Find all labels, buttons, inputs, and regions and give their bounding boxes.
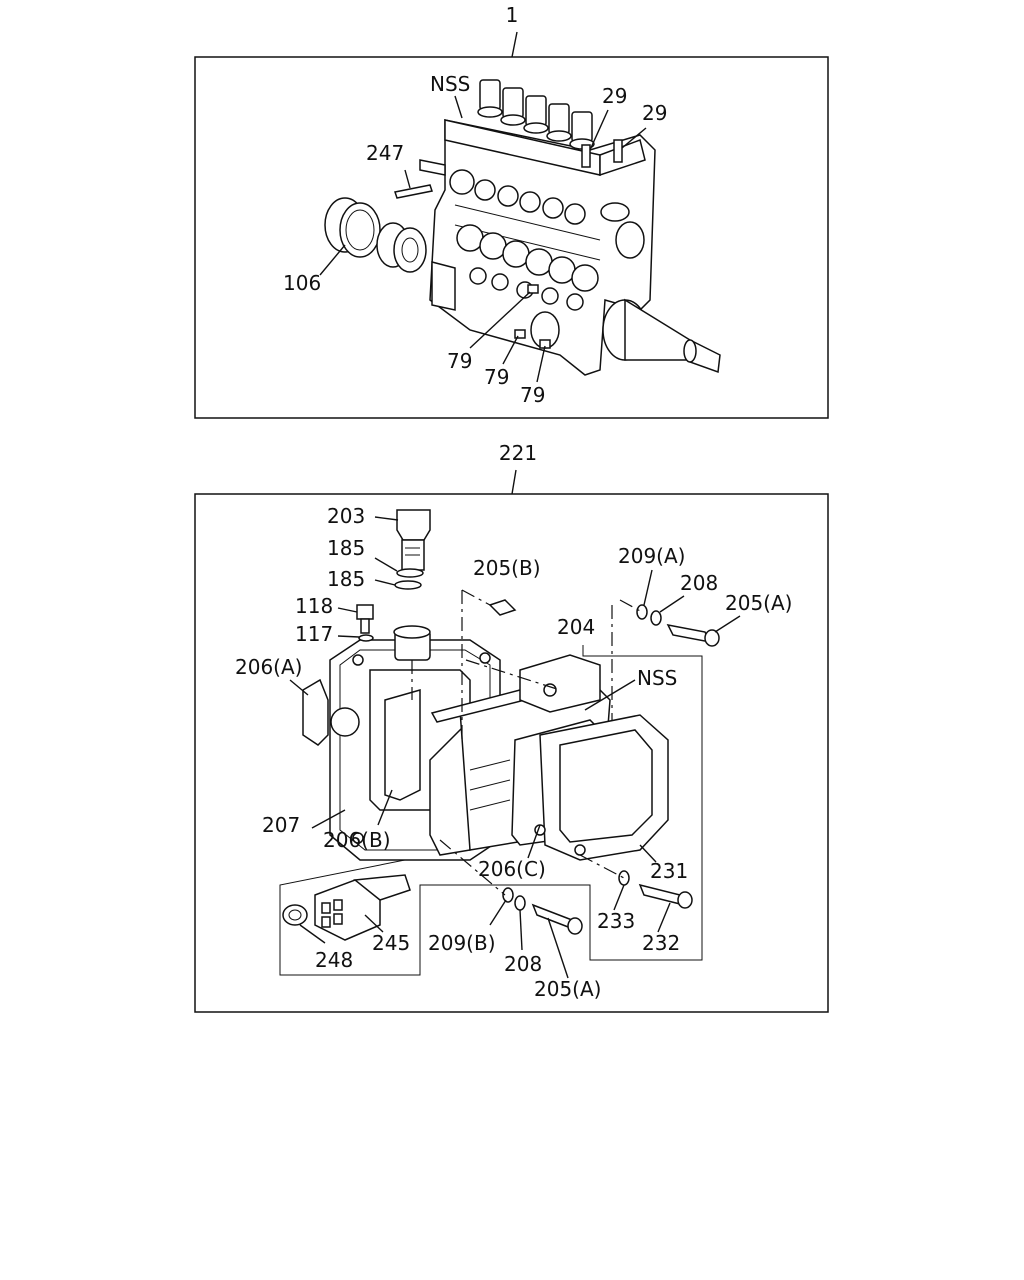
leader-106 <box>319 244 346 276</box>
label-232: 232 <box>642 931 680 955</box>
label-206a: 206(A) <box>235 655 302 679</box>
label-nss-top: NSS <box>430 72 470 96</box>
bracket-247 <box>419 159 446 176</box>
label-209a: 209(A) <box>618 544 685 568</box>
leader-79-c <box>536 345 546 383</box>
washer-233 <box>618 870 630 886</box>
label-nss-bottom: NSS <box>637 666 677 690</box>
washer-185-a <box>396 568 424 578</box>
leader-247 <box>404 169 411 189</box>
washer-209a <box>636 604 648 620</box>
bottom-assembly-leader <box>511 469 517 495</box>
label-79-c: 79 <box>520 383 545 407</box>
leader-nss-top <box>454 95 463 119</box>
gasket-206a <box>302 678 329 746</box>
washer-208-top <box>650 610 662 626</box>
label-204: 204 <box>557 615 595 639</box>
leader-79-a <box>469 291 531 349</box>
leader-29-a <box>589 109 609 151</box>
label-185-a: 185 <box>327 536 365 560</box>
label-118: 118 <box>295 594 333 618</box>
label-207: 207 <box>262 813 300 837</box>
banjo-bolt-203 <box>396 509 431 571</box>
washer-185-b <box>394 580 422 590</box>
screw-247 <box>394 184 433 199</box>
label-206c: 206(C) <box>478 857 546 881</box>
label-205b: 205(B) <box>473 556 541 580</box>
nut-248 <box>282 904 308 926</box>
roller-bearing <box>376 222 427 273</box>
label-209b: 209(B) <box>428 931 496 955</box>
washer-208-bot <box>514 895 526 911</box>
bottom-frame <box>194 493 829 1013</box>
label-245: 245 <box>372 931 410 955</box>
label-231: 231 <box>650 859 688 883</box>
top-assembly-label: 1 <box>506 3 519 27</box>
label-29-b: 29 <box>642 101 667 125</box>
washer-117 <box>358 634 374 642</box>
label-185-b: 185 <box>327 567 365 591</box>
cover-231-drawing <box>511 714 669 861</box>
bottom-assembly-label: 221 <box>499 441 537 465</box>
top-assembly-leader <box>511 31 518 58</box>
label-208-bottom: 208 <box>504 952 542 976</box>
gasket-206b <box>384 689 421 801</box>
label-205a-top: 205(A) <box>725 591 792 615</box>
bottom-panel: 221 <box>194 441 829 1013</box>
injection-pump-drawing <box>324 79 721 376</box>
label-79-a: 79 <box>447 349 472 373</box>
label-79-b: 79 <box>484 365 509 389</box>
label-206b: 206(B) <box>323 828 391 852</box>
screw-118 <box>356 604 374 634</box>
bolt-205a-top <box>666 623 712 644</box>
bearing-106 <box>324 197 381 258</box>
screw-79-b <box>514 329 526 339</box>
block-204-drawing <box>519 654 601 713</box>
connector-245 <box>314 874 411 941</box>
label-29-a: 29 <box>602 84 627 108</box>
drive-shaft <box>602 298 721 374</box>
label-233: 233 <box>597 909 635 933</box>
leader-29-b <box>621 127 647 149</box>
label-106: 106 <box>283 271 321 295</box>
screw-205b <box>488 599 517 616</box>
screw-79-a <box>527 284 539 294</box>
label-203: 203 <box>327 504 365 528</box>
top-panel: 1 <box>194 3 829 419</box>
label-117: 117 <box>295 622 333 646</box>
stud-29-b <box>613 139 623 163</box>
label-208-top: 208 <box>680 571 718 595</box>
label-248: 248 <box>315 948 353 972</box>
subassembly-outline <box>279 645 703 976</box>
leader-79-b <box>502 335 519 365</box>
bolt-232 <box>638 883 686 907</box>
top-frame <box>194 56 829 419</box>
stud-29-a <box>581 144 591 168</box>
label-247: 247 <box>366 141 404 165</box>
label-205a-bottom: 205(A) <box>534 977 601 1001</box>
washer-209b <box>502 887 514 903</box>
